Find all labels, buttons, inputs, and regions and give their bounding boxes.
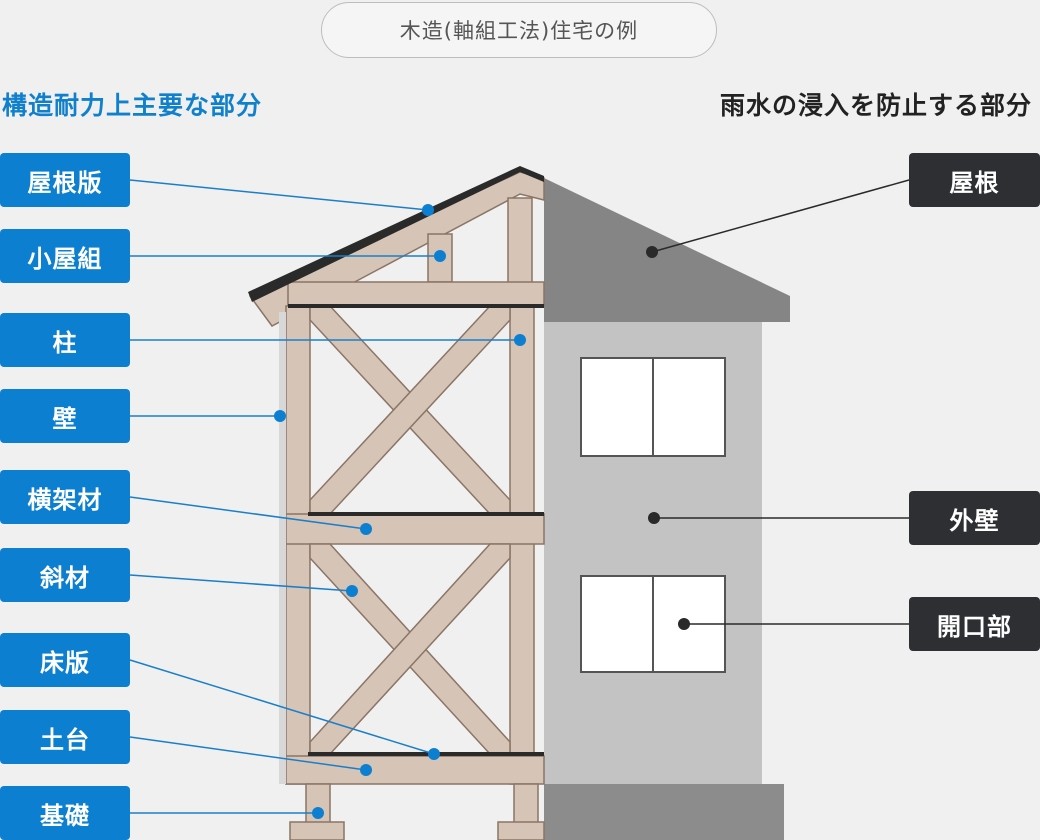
- dot-exterior-wall: [648, 512, 660, 524]
- dot-opening: [678, 618, 690, 630]
- label-column: 柱: [0, 313, 130, 367]
- dot-roof-slab: [422, 204, 434, 216]
- timber-frame: [248, 171, 545, 840]
- beam-edge-top: [288, 304, 544, 308]
- dot-roof-truss: [434, 250, 446, 262]
- dot-foundation: [312, 807, 324, 819]
- exterior-roof: [544, 178, 790, 322]
- label-roof-slab: 屋根版: [0, 153, 130, 207]
- roof-slab-edge: [248, 166, 544, 302]
- dot-wall: [274, 410, 286, 422]
- label-opening: 開口部: [909, 597, 1040, 651]
- wall-surface-strip: [279, 312, 286, 784]
- dot-sill: [360, 764, 372, 776]
- label-diagonal-brace: 斜材: [0, 548, 130, 602]
- dot-beam: [360, 523, 372, 535]
- label-roof-truss: 小屋組: [0, 229, 130, 283]
- label-wall: 壁: [0, 389, 130, 443]
- label-sill: 土台: [0, 710, 130, 764]
- window-upper: [580, 357, 726, 457]
- label-exterior-wall: 外壁: [909, 491, 1040, 545]
- label-foundation: 基礎: [0, 786, 130, 840]
- waterproof-leaders: [646, 179, 910, 630]
- waterproof-heading: 雨水の浸入を防止する部分: [719, 91, 1032, 120]
- dot-brace: [346, 585, 358, 597]
- dot-roof: [646, 246, 658, 258]
- beam-edge-sill: [308, 752, 544, 756]
- structural-heading: 構造耐力上主要な部分: [2, 91, 263, 120]
- exterior-foundation: [544, 784, 784, 840]
- diagram-title: 木造(軸組工法)住宅の例: [321, 2, 717, 58]
- label-floor-slab: 床版: [0, 633, 130, 687]
- label-roof: 屋根: [909, 153, 1040, 207]
- label-horizontal-member: 横架材: [0, 470, 130, 524]
- beam-edge-mid: [308, 512, 544, 516]
- dot-column: [514, 334, 526, 346]
- dot-floor-slab: [428, 748, 440, 760]
- structural-leaders: [129, 179, 526, 819]
